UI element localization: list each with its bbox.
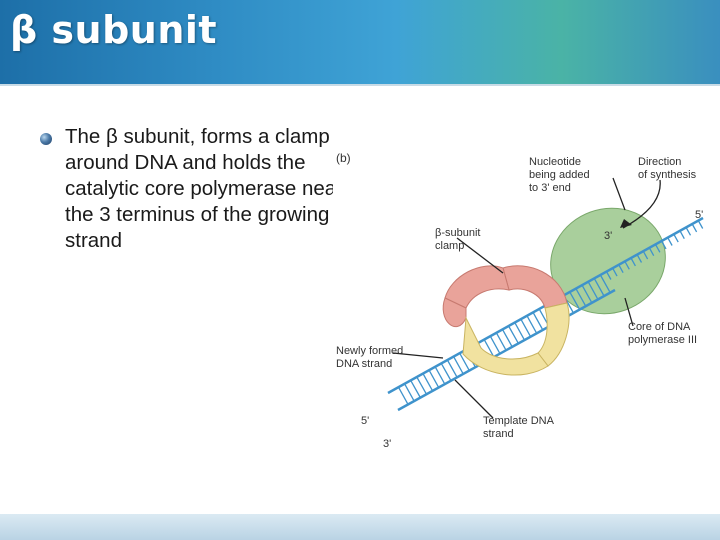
three-prime-bottom-label: 3' [383,438,391,450]
template-pointer [454,379,494,419]
five-prime-bottom-label: 5' [361,415,369,427]
template-label-2: strand [483,428,514,440]
core-pointer [624,297,634,327]
beta-clamp-label-2: clamp [435,240,464,252]
base-pair-rung [624,261,630,270]
base-pair-rung [636,254,643,263]
direction-label-2: of synthesis [638,169,697,181]
new-strand-line [397,288,616,412]
clamp-pointer [456,237,504,274]
nucleotide-arrow [612,177,626,211]
base-pair-rung [654,244,661,253]
template-label-1: Template DNA [483,415,555,427]
dna-polymerase-diagram: (b) Nucleotide being added to 3' end Dir… [333,148,720,450]
nucleotide-label-1: Nucleotide [529,156,581,168]
base-pair-rung [483,339,494,357]
base-pair-rung [532,312,543,330]
base-pair-rung [404,383,415,401]
base-pair-rung [648,247,655,257]
beta-clamp [442,265,570,376]
base-pair-rung [520,318,531,337]
slide-title: β subunit [10,8,218,52]
core-label-2: polymerase III [628,334,697,346]
base-pair-rung [587,281,598,299]
base-pair-rung [422,373,433,391]
base-pair-rung [440,363,452,381]
core-label-1: Core of DNA [628,321,691,333]
base-pair-rung [410,380,421,398]
bullet-text: The β subunit, forms a clamp around DNA … [65,125,344,252]
diagram-background [333,148,720,450]
clamp-bottom-left [462,316,549,376]
header-banner: β subunit [0,0,720,84]
base-pair-rung [508,325,519,343]
panel-label: (b) [336,151,351,165]
base-pair-rung [581,284,592,303]
three-prime-core-label: 3' [604,230,612,242]
base-pair-rung [618,264,624,274]
base-pair-rung [501,329,513,347]
base-pair-rung [630,257,636,267]
base-pair-rung [667,237,673,246]
base-pair-rung [593,278,605,296]
direction-arrowhead [620,219,632,228]
newly-formed-label-1: Newly formed [336,345,403,357]
base-pair-rung [453,356,464,374]
beta-clamp-label-1: β-subunit [435,227,480,239]
base-pair-rung [514,322,525,340]
five-prime-top-label: 5' [695,209,703,221]
base-pair-rung [416,376,427,394]
base-pair-rung [489,335,501,354]
base-pair-rung [428,369,439,388]
base-pair-rung [434,366,445,384]
base-pair-rung [495,332,507,350]
base-pair-rung [599,274,611,292]
base-pair-rung [661,240,667,250]
base-pair-rung [691,223,698,233]
base-pair-rung [459,352,470,371]
newly-formed-pointer [392,352,444,359]
base-pair-rung [697,220,704,229]
header-divider [0,84,720,86]
footer-band [0,514,720,540]
base-pair-rung [685,227,692,236]
base-pair-rung [575,288,586,306]
newly-formed-label-2: DNA strand [336,358,392,370]
bullet-icon [40,133,52,145]
base-pair-rung [612,267,618,277]
base-pair-rung [446,359,458,377]
nucleotide-label-2: being added [529,169,590,181]
nucleotide-label-3: to 3' end [529,182,571,194]
base-pair-rung [605,271,612,280]
base-pair-rung [673,233,679,243]
base-pair-rung [569,291,580,309]
direction-label-1: Direction [638,156,681,168]
base-pair-rung [642,250,649,260]
base-pair-rung [679,230,685,240]
base-pair-rung [397,386,409,405]
base-pair-rung [526,315,537,333]
